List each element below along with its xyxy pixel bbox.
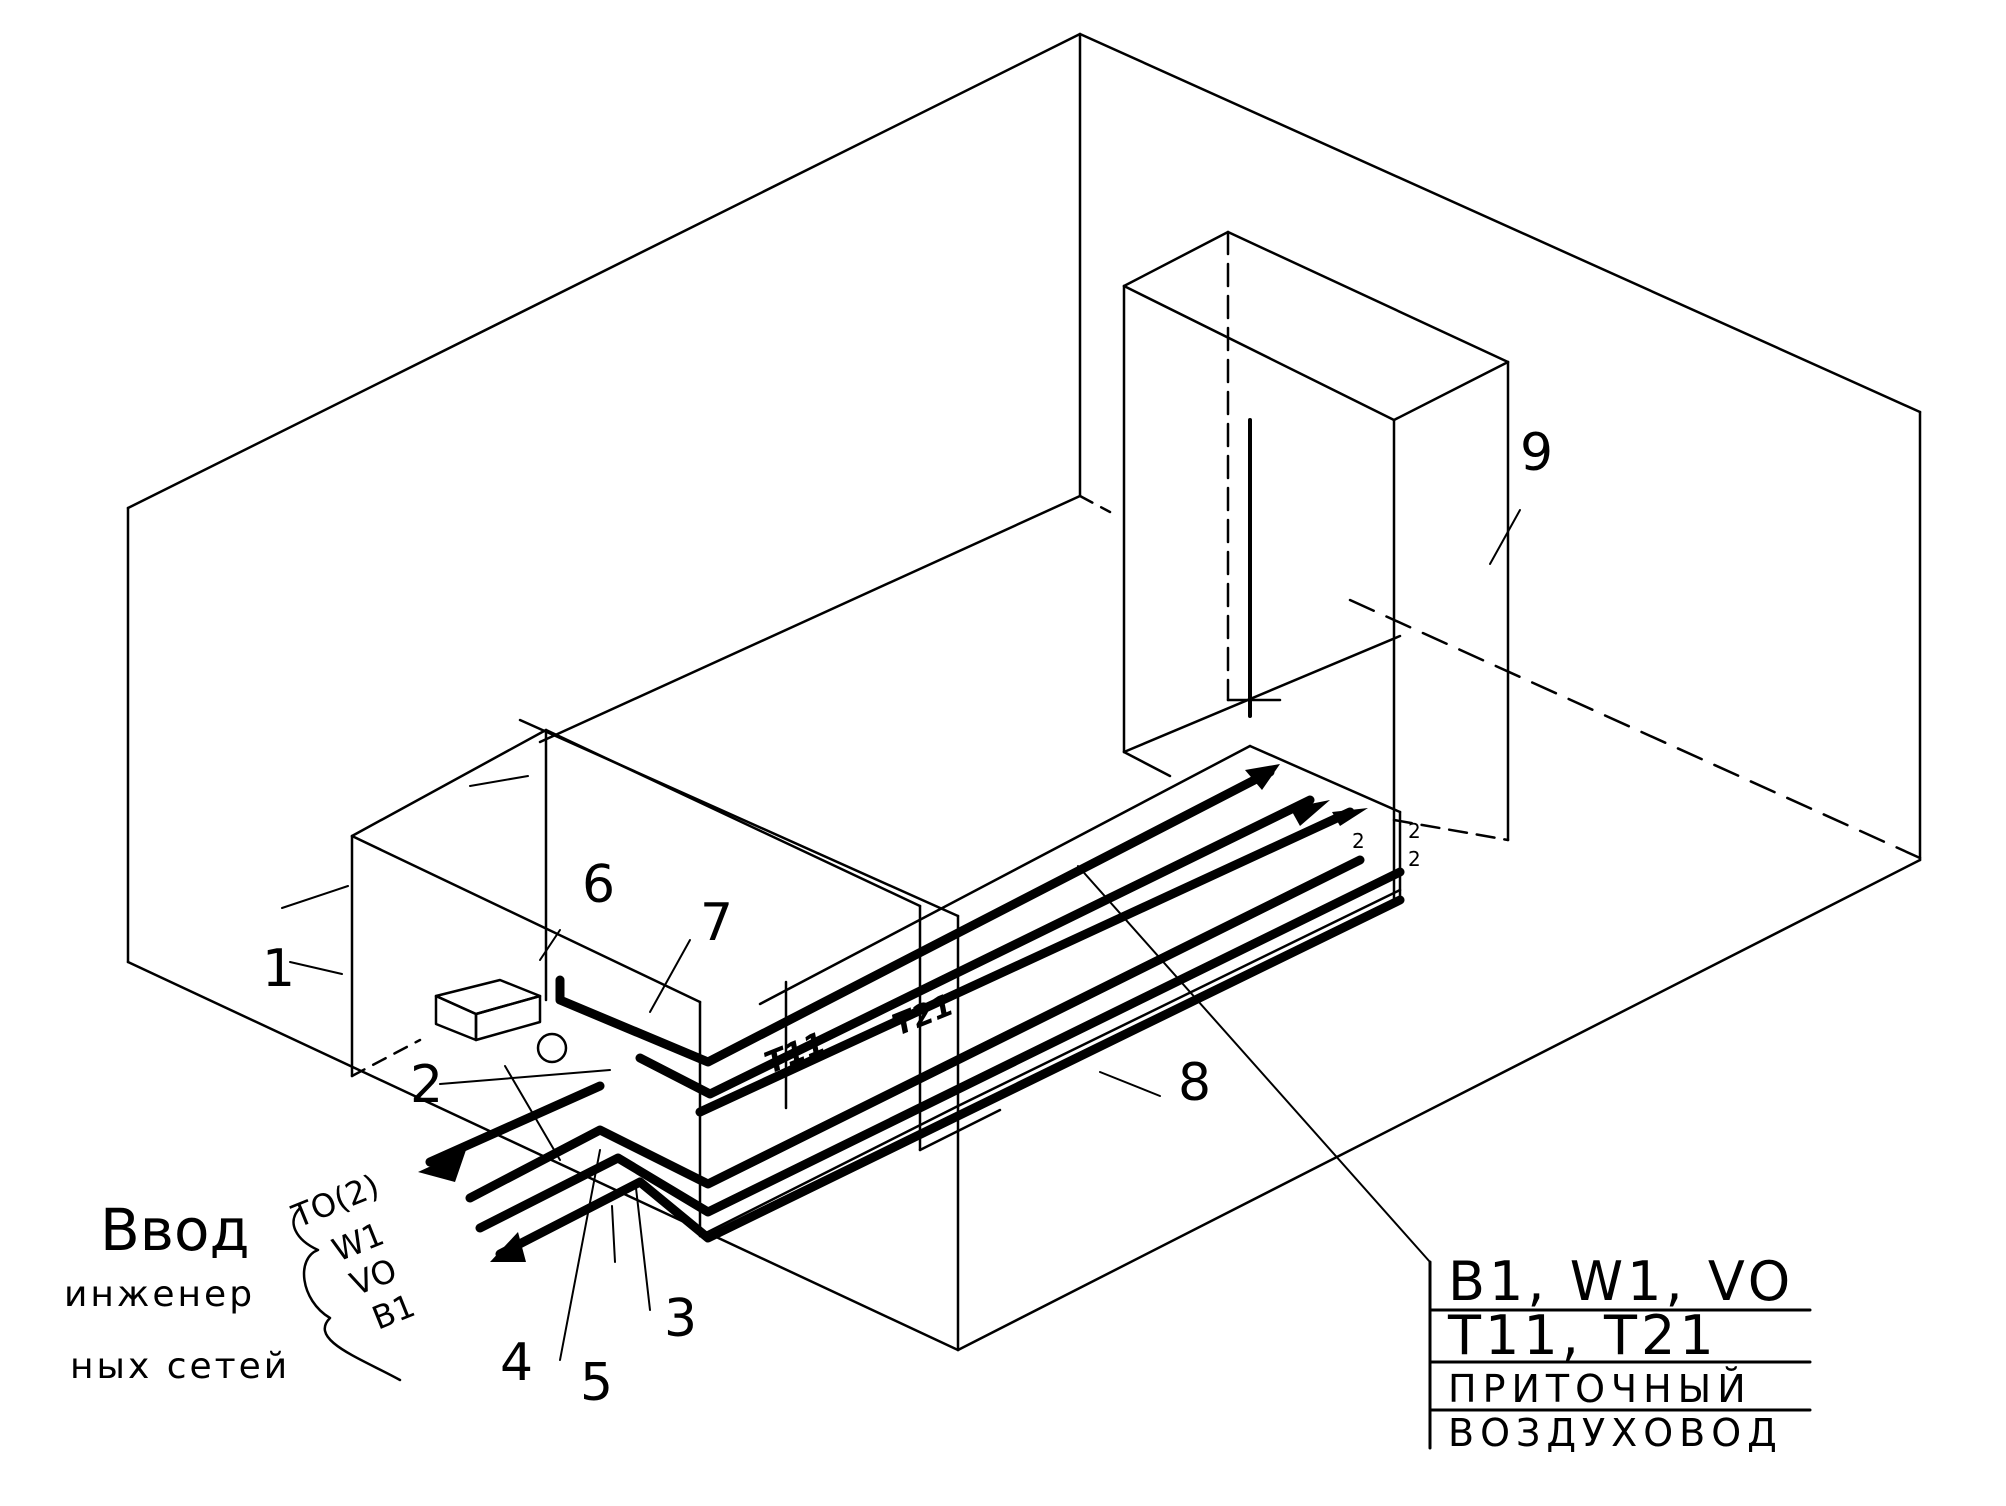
pipe-label-t21: T21 [888, 988, 959, 1044]
entry-brace [292, 1206, 402, 1382]
arrowheads [418, 764, 1368, 1262]
entry-title: Ввод [100, 1196, 250, 1264]
entry-line3: ных сетей [70, 1346, 290, 1387]
label-5: 5 [580, 1353, 613, 1413]
label-7: 7 [700, 893, 733, 953]
label-9: 9 [1520, 423, 1553, 483]
label-6: 6 [582, 855, 615, 915]
pipes [425, 767, 1405, 1259]
pipe-mark-b: 2 [1408, 847, 1421, 871]
entry-compartment [350, 718, 960, 1352]
equipment-unit [434, 978, 568, 1064]
room-box [126, 32, 1922, 1352]
label-3: 3 [664, 1289, 697, 1349]
entry-line2: инженер [64, 1274, 255, 1315]
leader-lines [281, 509, 1521, 1361]
ventilation-shaft [1122, 230, 1922, 902]
legend-row-2: T11, T21 [1447, 1304, 1718, 1367]
label-2: 2 [410, 1055, 443, 1115]
legend-table [1428, 1260, 1812, 1450]
label-1: 1 [262, 939, 295, 999]
label-4: 4 [500, 1333, 533, 1393]
pipe-mark-a: 2 [1408, 819, 1421, 843]
pipe-mark-c: 2 [1352, 829, 1365, 853]
pipe-channel [758, 744, 1402, 1152]
label-8: 8 [1178, 1053, 1211, 1113]
legend-row-4: ВОЗДУХОВОД [1448, 1411, 1783, 1455]
legend-row-3: ПРИТОЧНЫЙ [1448, 1367, 1752, 1411]
legend-row-1: B1, W1, VO [1448, 1250, 1794, 1313]
